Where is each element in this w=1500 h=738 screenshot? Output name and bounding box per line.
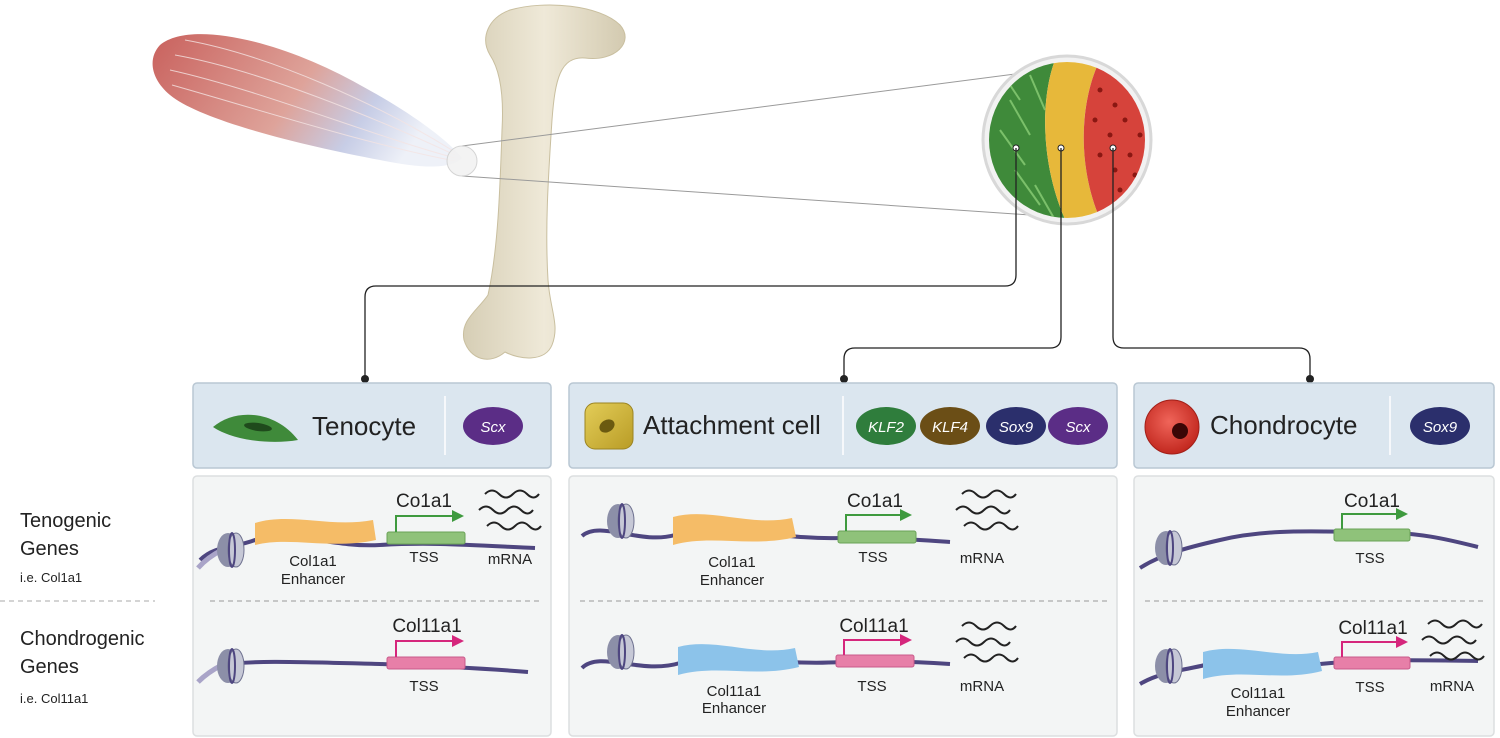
enhancer-label-line2: Enhancer	[700, 572, 764, 589]
panel-tenocyte: Tenocyte Scx Col1a1 Enhancer Co1a1 TSS	[192, 382, 552, 737]
transcription-arrow	[395, 515, 454, 532]
panel-chondrocyte-header	[1133, 382, 1495, 469]
tss-block	[1333, 528, 1411, 542]
enthesis-highlight	[446, 145, 478, 177]
tenocyte-tenogenic-locus: Col1a1 Enhancer Co1a1 TSS mRNA	[196, 489, 542, 588]
factor-label: Sox9	[1423, 419, 1458, 436]
mrna-icon	[1421, 619, 1485, 661]
tss-label: TSS	[858, 549, 887, 566]
mrna-label: mRNA	[960, 678, 1004, 695]
factor-label: Sox9	[999, 419, 1034, 436]
tenocyte-chondrogenic-locus: Col11a1 TSS	[196, 616, 529, 695]
enhancer-col11a1	[678, 644, 799, 675]
row-label-chondrogenic: Chondrogenic Genes i.e. Col11a1	[20, 628, 145, 706]
tenogenic-title-line1: Tenogenic	[20, 510, 111, 532]
gene-label: Col11a1	[392, 616, 461, 637]
mrna-icon	[955, 621, 1019, 663]
panel-attachment-body	[568, 475, 1118, 737]
tss-block	[386, 656, 466, 670]
transcription-arrow	[1341, 513, 1398, 529]
enhancer-label-line2: Enhancer	[1226, 703, 1290, 720]
enhancer-label-line1: Col1a1	[708, 554, 756, 571]
nucleosome-icon	[1155, 530, 1183, 566]
tss-block	[1333, 656, 1411, 670]
factor-badge-scx	[463, 407, 523, 445]
mrna-label: mRNA	[488, 551, 532, 568]
chondrogenic-example: i.e. Col11a1	[20, 691, 88, 706]
connector-dot-attachment	[840, 375, 848, 383]
cell-name-chondrocyte: Chondrocyte	[1210, 410, 1357, 440]
tss-label: TSS	[409, 549, 438, 566]
factor-label: Scx	[480, 419, 506, 436]
connector-dot-tenocyte	[361, 375, 369, 383]
enhancer-label-line1: Col11a1	[1231, 685, 1286, 702]
gene-label: Col11a1	[1338, 618, 1407, 639]
panel-chondrocyte-body	[1133, 475, 1495, 737]
gene-label: Co1a1	[396, 491, 452, 512]
panel-chondrocyte: Chondrocyte Sox9 Co1a1 TSS	[1133, 382, 1495, 737]
transcription-arrow	[395, 640, 454, 657]
gene-label: Co1a1	[1344, 491, 1400, 512]
enhancer-label-line2: Enhancer	[281, 571, 345, 588]
chondrocyte-cell-icon	[1144, 399, 1200, 455]
factor-badge-klf2	[856, 407, 916, 445]
enhancer-label-line1: Col1a1	[289, 553, 337, 570]
muscle-illustration	[152, 34, 462, 167]
panel-attachment-cell: Attachment cell KLF2 KLF4 Sox9 Scx Col1a…	[568, 382, 1118, 737]
mrna-label: mRNA	[960, 550, 1004, 567]
factor-badge-sox9	[986, 407, 1046, 445]
nucleosome-icon	[217, 532, 245, 568]
tss-block	[835, 654, 915, 668]
chondrogenic-title-line2: Genes	[20, 656, 79, 678]
transcription-arrow	[1341, 641, 1398, 657]
enhancer-label-line1: Col11a1	[707, 683, 762, 700]
cell-name-tenocyte: Tenocyte	[312, 411, 416, 441]
enthesis-zoom-circle	[981, 54, 1153, 226]
enhancer-col1a1	[255, 518, 376, 545]
connector-lines	[364, 148, 1311, 378]
factor-badge-klf4	[920, 407, 980, 445]
connector-dot-chondrocyte	[1306, 375, 1314, 383]
tenogenic-example: i.e. Col1a1	[20, 570, 82, 585]
gene-label: Col11a1	[839, 616, 908, 637]
nucleosome-icon	[607, 634, 635, 670]
tss-block	[837, 530, 917, 544]
nucleosome-icon	[1155, 648, 1183, 684]
factor-label: KLF4	[932, 419, 968, 436]
chondrocyte-tenogenic-locus: Co1a1 TSS	[1138, 491, 1479, 570]
cell-name-attachment: Attachment cell	[643, 410, 821, 440]
factor-badge-scx	[1048, 407, 1108, 445]
tenogenic-title-line2: Genes	[20, 538, 79, 560]
zoom-lines	[461, 71, 1031, 216]
tss-label: TSS	[1355, 679, 1384, 696]
row-label-tenogenic: Tenogenic Genes i.e. Col1a1	[20, 510, 111, 585]
mrna-icon	[478, 489, 542, 531]
tss-label: TSS	[1355, 550, 1384, 567]
enhancer-col11a1	[1203, 648, 1322, 679]
panel-tenocyte-body	[192, 475, 552, 737]
panel-tenocyte-header	[192, 382, 552, 469]
nucleosome-icon	[607, 503, 635, 539]
enhancer-label-line2: Enhancer	[702, 700, 766, 717]
attachment-tenogenic-locus: Col1a1 Enhancer Co1a1 TSS mRNA	[580, 489, 1019, 589]
factor-badge-sox9	[1410, 407, 1470, 445]
factor-label: Scx	[1065, 419, 1091, 436]
tss-label: TSS	[857, 678, 886, 695]
chondrogenic-title-line1: Chondrogenic	[20, 628, 145, 650]
tss-label: TSS	[409, 678, 438, 695]
chondrocyte-chondrogenic-locus: Col11a1 Enhancer Col11a1 TSS mRNA	[1138, 618, 1485, 720]
gene-label: Co1a1	[847, 491, 903, 512]
attachment-chondrogenic-locus: Col11a1 Enhancer Col11a1 TSS mRNA	[580, 616, 1019, 717]
factor-label: KLF2	[868, 419, 905, 436]
nucleosome-icon	[217, 648, 245, 684]
transcription-arrow	[843, 639, 902, 655]
tss-block	[386, 531, 466, 545]
mrna-label: mRNA	[1430, 678, 1474, 695]
transcription-arrow	[845, 514, 902, 531]
enhancer-col1a1	[673, 514, 796, 545]
mrna-icon	[955, 489, 1019, 531]
